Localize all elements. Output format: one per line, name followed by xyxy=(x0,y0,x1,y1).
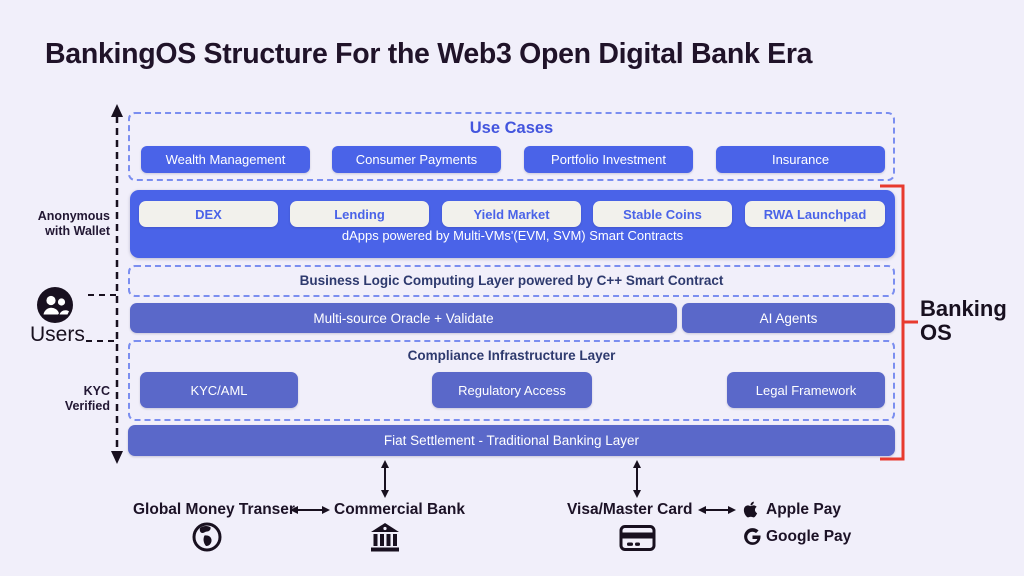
google-pay-label: Google Pay xyxy=(766,528,852,545)
dapp-yield-market: Yield Market xyxy=(442,201,581,227)
oracle-validate-block: Multi-source Oracle + Validate xyxy=(130,303,677,333)
use-case-wealth-management: Wealth Management xyxy=(141,146,310,173)
google-g-icon xyxy=(744,528,761,545)
visa-master-card-label: Visa/Master Card xyxy=(567,501,693,518)
compliance-layer: Compliance Infrastructure Layer KYC/AML … xyxy=(128,340,895,421)
dapp-dex: DEX xyxy=(139,201,278,227)
fiat-settlement-layer: Fiat Settlement - Traditional Banking La… xyxy=(128,425,895,456)
use-case-portfolio-investment: Portfolio Investment xyxy=(524,146,693,173)
compliance-kyc-aml: KYC/AML xyxy=(140,372,298,408)
ai-agents-block: AI Agents xyxy=(682,303,895,333)
dapp-stable-coins: Stable Coins xyxy=(593,201,732,227)
use-case-consumer-payments: Consumer Payments xyxy=(332,146,501,173)
business-logic-label: Business Logic Computing Layer powered b… xyxy=(299,273,724,288)
dapps-caption: dApps powered by Multi-VMs'(EVM, SVM) Sm… xyxy=(341,228,684,243)
bank-building-icon xyxy=(371,523,399,552)
globe-icon xyxy=(192,522,222,552)
vertical-flow-arrow xyxy=(111,104,123,464)
use-cases-title: Use Cases xyxy=(469,119,554,137)
users-label: Users xyxy=(30,323,85,346)
users-upper-connector xyxy=(88,294,116,296)
compliance-regulatory-access: Regulatory Access xyxy=(432,372,592,408)
compliance-legal-framework: Legal Framework xyxy=(727,372,885,408)
fiat-card-arrow xyxy=(633,460,641,498)
visa-pay-arrow xyxy=(698,506,736,514)
anonymous-with-wallet-label: Anonymous with Wallet xyxy=(37,209,110,238)
commercial-bank-label: Commercial Bank xyxy=(334,501,465,518)
use-case-insurance: Insurance xyxy=(716,146,885,173)
users-lower-connector xyxy=(86,340,114,342)
compliance-title: Compliance Infrastructure Layer xyxy=(407,348,616,363)
apple-logo-icon xyxy=(743,501,758,518)
fiat-commercial-arrow xyxy=(381,460,389,498)
global-commercial-arrow xyxy=(290,506,330,514)
apple-pay-label: Apple Pay xyxy=(766,501,841,518)
page-title: BankingOS Structure For the Web3 Open Di… xyxy=(45,38,813,70)
global-money-transfer-label: Global Money Transer xyxy=(133,501,295,518)
users-group-icon xyxy=(37,287,73,323)
dapps-layer: DEX Lending Yield Market Stable Coins RW… xyxy=(130,190,895,258)
credit-card-icon xyxy=(619,525,656,551)
business-logic-layer: Business Logic Computing Layer powered b… xyxy=(128,265,895,297)
banking-os-bracket xyxy=(880,184,918,461)
kyc-verified-label: KYC Verified xyxy=(64,384,110,413)
banking-os-label: Banking OS xyxy=(920,296,1007,345)
dapp-lending: Lending xyxy=(290,201,429,227)
use-cases-layer: Use Cases Wealth Management Consumer Pay… xyxy=(128,112,895,181)
dapp-rwa-launchpad: RWA Launchpad xyxy=(745,201,885,227)
